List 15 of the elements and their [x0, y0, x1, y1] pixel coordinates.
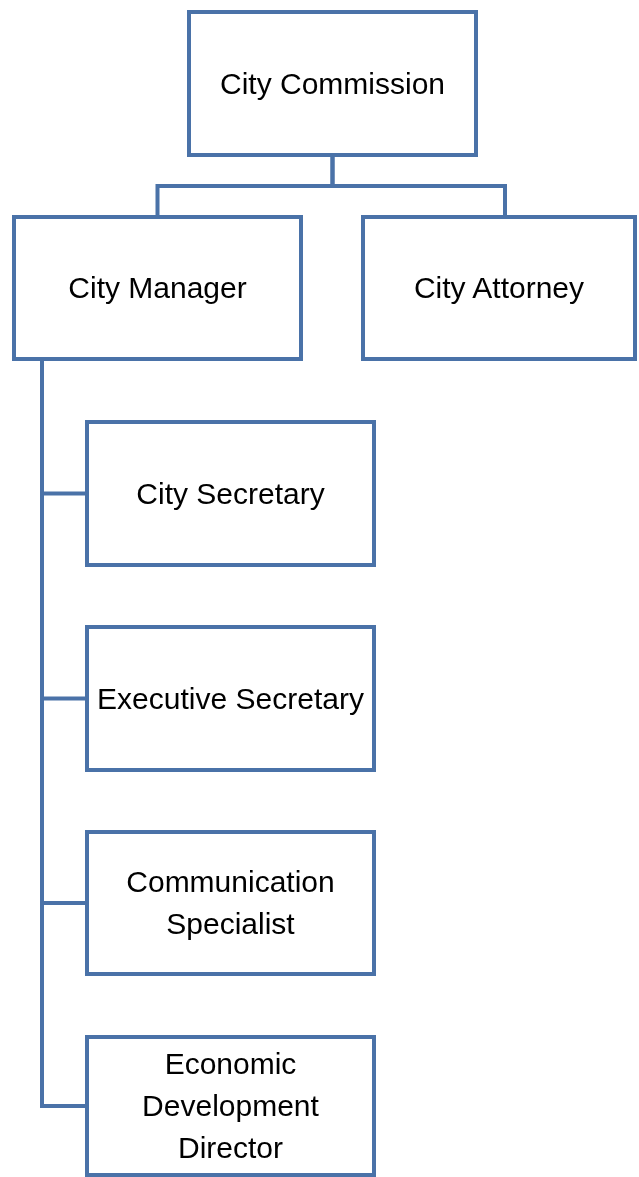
org-box — [85, 1035, 376, 1177]
box-label: Economic Development Director — [141, 1046, 320, 1166]
box-label: City Secretary — [136, 475, 325, 512]
connector-line — [330, 157, 507, 215]
box-label: City Attorney — [413, 270, 585, 306]
org-box — [85, 830, 376, 976]
box-label: City Commission — [220, 65, 445, 102]
org-box — [187, 10, 478, 157]
org-box — [85, 420, 376, 567]
org-box — [12, 215, 303, 361]
org-box — [85, 625, 376, 772]
box-label: Communication Specialist — [125, 864, 336, 942]
org-box — [361, 215, 637, 361]
box-label: City Manager — [68, 270, 247, 306]
box-label: Executive Secretary — [97, 680, 364, 717]
